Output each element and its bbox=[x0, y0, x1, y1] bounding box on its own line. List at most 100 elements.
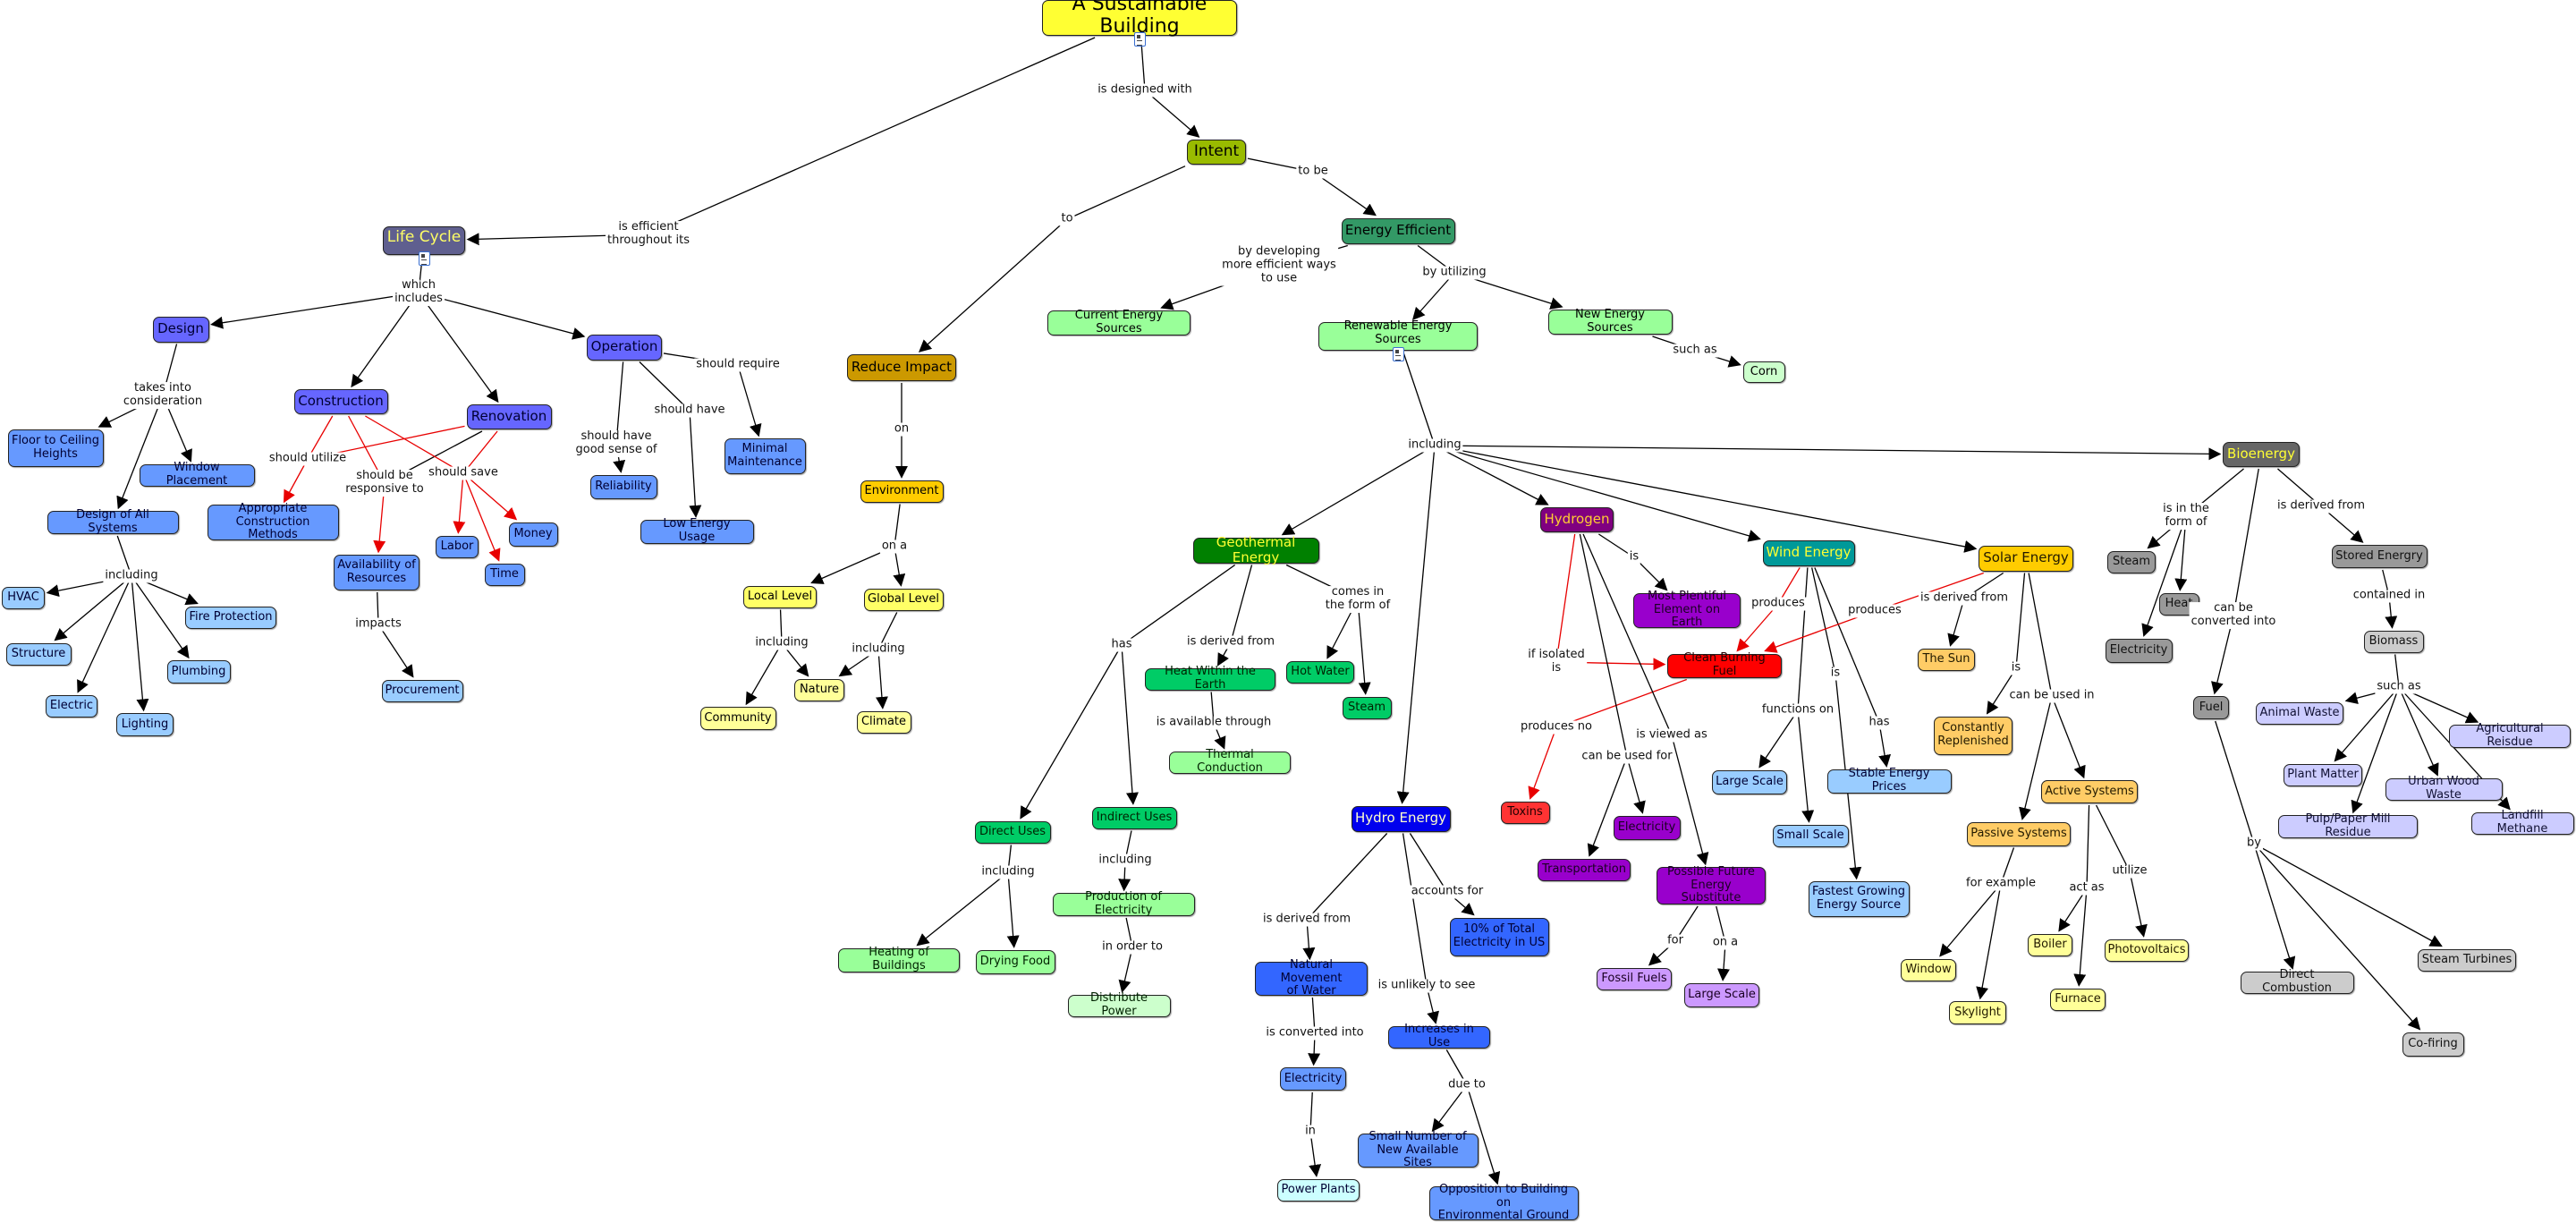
concept-node-time[interactable]: Time bbox=[484, 563, 525, 586]
concept-node-natural[interactable]: Natural Movement of Water bbox=[1255, 958, 1368, 998]
concept-node-production[interactable]: Production of Electricity bbox=[1052, 890, 1195, 917]
concept-node-operation[interactable]: Operation bbox=[587, 334, 662, 361]
concept-node-new[interactable]: New Energy Sources bbox=[1547, 308, 1673, 335]
concept-node-electricity-hy[interactable]: Electricity bbox=[1613, 815, 1681, 840]
concept-node-indirect[interactable]: Indirect Uses bbox=[1091, 806, 1177, 829]
concept-node-sun[interactable]: The Sun bbox=[1918, 648, 1975, 671]
concept-node-skylight[interactable]: Skylight bbox=[1949, 1001, 2006, 1024]
concept-node-low-energy[interactable]: Low Energy Usage bbox=[640, 517, 754, 544]
concept-node-appropriate[interactable]: Appropriate Construction Methods bbox=[207, 502, 339, 541]
concept-node-increases[interactable]: Increases in Use bbox=[1388, 1023, 1490, 1049]
concept-node-distribute[interactable]: Distribute Power bbox=[1067, 991, 1171, 1018]
concept-node-power-plants[interactable]: Power Plants bbox=[1277, 1178, 1360, 1202]
concept-node-lifecycle[interactable]: Life Cycle bbox=[383, 226, 465, 255]
concept-node-steam-turb[interactable]: Steam Turbines bbox=[2418, 948, 2516, 972]
concept-node-biomass[interactable]: Biomass bbox=[2363, 630, 2424, 653]
concept-node-clean[interactable]: Clean Burning Fuel bbox=[1667, 651, 1782, 678]
concept-node-corn[interactable]: Corn bbox=[1742, 361, 1785, 383]
concept-node-hydrogen[interactable]: Hydrogen bbox=[1540, 507, 1614, 532]
concept-node-photovoltaics[interactable]: Photovoltaics bbox=[2105, 938, 2189, 962]
concept-node-climate[interactable]: Climate bbox=[856, 710, 911, 734]
document-icon[interactable] bbox=[419, 251, 430, 266]
concept-node-pulp[interactable]: Pulp/Paper Mill Residue bbox=[2278, 812, 2418, 839]
concept-node-ten-pct[interactable]: 10% of Total Electricity in US bbox=[1449, 917, 1549, 956]
concept-node-geothermal[interactable]: Geothermal Energy bbox=[1192, 534, 1319, 565]
concept-node-lighting[interactable]: Lighting bbox=[116, 713, 174, 736]
concept-node-electricity-h[interactable]: Electricity bbox=[1280, 1067, 1346, 1091]
concept-node-bioenergy[interactable]: Bioenergy bbox=[2223, 442, 2300, 467]
concept-node-reliability[interactable]: Reliability bbox=[589, 474, 657, 499]
concept-node-boiler[interactable]: Boiler bbox=[2028, 933, 2072, 956]
concept-node-agricultural[interactable]: Agricultural Reisdue bbox=[2449, 722, 2571, 749]
concept-node-solar[interactable]: Solar Energy bbox=[1979, 545, 2073, 572]
concept-node-design-sys[interactable]: Design of All Systems bbox=[47, 508, 179, 535]
concept-node-hvac[interactable]: HVAC bbox=[2, 586, 45, 609]
concept-node-stable[interactable]: Stable Energy Prices bbox=[1826, 767, 1952, 794]
concept-node-community[interactable]: Community bbox=[699, 707, 776, 730]
concept-node-animal[interactable]: Animal Waste bbox=[2256, 701, 2343, 725]
concept-node-local[interactable]: Local Level bbox=[743, 585, 817, 608]
concept-node-minimal[interactable]: Minimal Maintenance bbox=[724, 438, 806, 474]
concept-node-cofiring[interactable]: Co-firing bbox=[2402, 1032, 2464, 1057]
concept-node-fuel[interactable]: Fuel bbox=[2193, 696, 2229, 719]
concept-node-direct-comb[interactable]: Direct Combustion bbox=[2240, 968, 2354, 995]
concept-node-small-number[interactable]: Small Number of New Available Sites bbox=[1357, 1130, 1479, 1169]
concept-node-fire[interactable]: Fire Protection bbox=[185, 606, 276, 629]
concept-node-environment[interactable]: Environment bbox=[860, 480, 944, 503]
concept-node-thermal[interactable]: Thermal Conduction bbox=[1169, 748, 1291, 775]
concept-node-direct[interactable]: Direct Uses bbox=[974, 820, 1051, 844]
concept-node-construction[interactable]: Construction bbox=[293, 389, 388, 414]
concept-node-hot-water[interactable]: Hot Water bbox=[1286, 660, 1354, 684]
connector-arrow bbox=[1986, 667, 2017, 715]
concept-node-steam-b[interactable]: Steam bbox=[2107, 550, 2156, 573]
concept-node-window[interactable]: Window bbox=[1901, 958, 1956, 981]
concept-node-heating[interactable]: Heating of Buildings bbox=[838, 946, 960, 972]
concept-node-opposition[interactable]: Opposition to Building on Environmental … bbox=[1428, 1183, 1579, 1222]
concept-node-plumbing[interactable]: Plumbing bbox=[166, 660, 231, 684]
concept-node-passive[interactable]: Passive Systems bbox=[1967, 821, 2071, 846]
concept-node-window-place[interactable]: Window Placement bbox=[139, 461, 255, 488]
concept-node-renewable[interactable]: Renewable Energy Sources bbox=[1318, 319, 1478, 351]
concept-node-heat-earth[interactable]: Heat Within the Earth bbox=[1145, 665, 1275, 692]
concept-node-transportation[interactable]: Transportation bbox=[1538, 858, 1631, 881]
concept-node-urban[interactable]: Urban Wood Waste bbox=[2385, 775, 2503, 802]
concept-node-furnace[interactable]: Furnace bbox=[2050, 988, 2106, 1011]
concept-node-reduce[interactable]: Reduce Impact bbox=[847, 354, 956, 381]
concept-node-fossil[interactable]: Fossil Fuels bbox=[1597, 967, 1672, 990]
concept-node-global[interactable]: Global Level bbox=[863, 588, 944, 611]
concept-node-landfill[interactable]: Landfill Methane bbox=[2470, 809, 2574, 836]
concept-node-active[interactable]: Active Systems bbox=[2041, 780, 2138, 803]
concept-node-root[interactable]: A Sustainable Building bbox=[1042, 0, 1237, 38]
concept-node-current[interactable]: Current Energy Sources bbox=[1047, 309, 1191, 335]
linking-phrase: by bbox=[2245, 836, 2263, 851]
concept-node-constantly[interactable]: Constantly Replenished bbox=[1934, 716, 2012, 755]
concept-node-design[interactable]: Design bbox=[152, 316, 209, 343]
concept-node-renovation[interactable]: Renovation bbox=[466, 404, 552, 429]
document-icon[interactable] bbox=[1393, 347, 1404, 361]
concept-node-intent[interactable]: Intent bbox=[1187, 140, 1246, 165]
concept-node-fastest[interactable]: Fastest Growing Energy Source bbox=[1808, 881, 1910, 917]
concept-node-small-scale[interactable]: Small Scale bbox=[1772, 824, 1849, 847]
concept-node-electric[interactable]: Electric bbox=[46, 694, 97, 718]
concept-node-possible[interactable]: Possible Future Energy Substitute bbox=[1657, 865, 1766, 905]
concept-node-floor[interactable]: Floor to Ceiling Heights bbox=[7, 429, 104, 467]
concept-node-nature[interactable]: Nature bbox=[794, 678, 844, 701]
concept-node-large-w[interactable]: Large Scale bbox=[1712, 769, 1787, 794]
concept-node-steam-geo[interactable]: Steam bbox=[1342, 696, 1392, 719]
concept-node-procurement[interactable]: Procurement bbox=[381, 679, 463, 702]
document-icon[interactable] bbox=[1134, 32, 1146, 47]
concept-node-drying[interactable]: Drying Food bbox=[975, 949, 1055, 974]
concept-node-toxins[interactable]: Toxins bbox=[1500, 801, 1550, 824]
concept-node-wind[interactable]: Wind Energy bbox=[1762, 539, 1855, 566]
concept-node-stored[interactable]: Stored Energry bbox=[2331, 545, 2428, 568]
concept-node-structure[interactable]: Structure bbox=[5, 642, 72, 666]
concept-node-availability[interactable]: Availability of Resources bbox=[334, 555, 419, 590]
concept-node-plant[interactable]: Plant Matter bbox=[2284, 763, 2362, 786]
concept-node-money[interactable]: Money bbox=[508, 522, 558, 547]
concept-node-energy-eff[interactable]: Energy Efficient bbox=[1341, 217, 1455, 244]
concept-node-large-h[interactable]: Large Scale bbox=[1684, 982, 1759, 1007]
concept-node-electricity-b[interactable]: Electricity bbox=[2105, 638, 2173, 663]
concept-node-plentiful[interactable]: Most Plentiful Element on Earth bbox=[1633, 590, 1741, 629]
concept-node-labor[interactable]: Labor bbox=[436, 535, 479, 558]
concept-node-hydro[interactable]: Hydro Energy bbox=[1351, 805, 1451, 832]
